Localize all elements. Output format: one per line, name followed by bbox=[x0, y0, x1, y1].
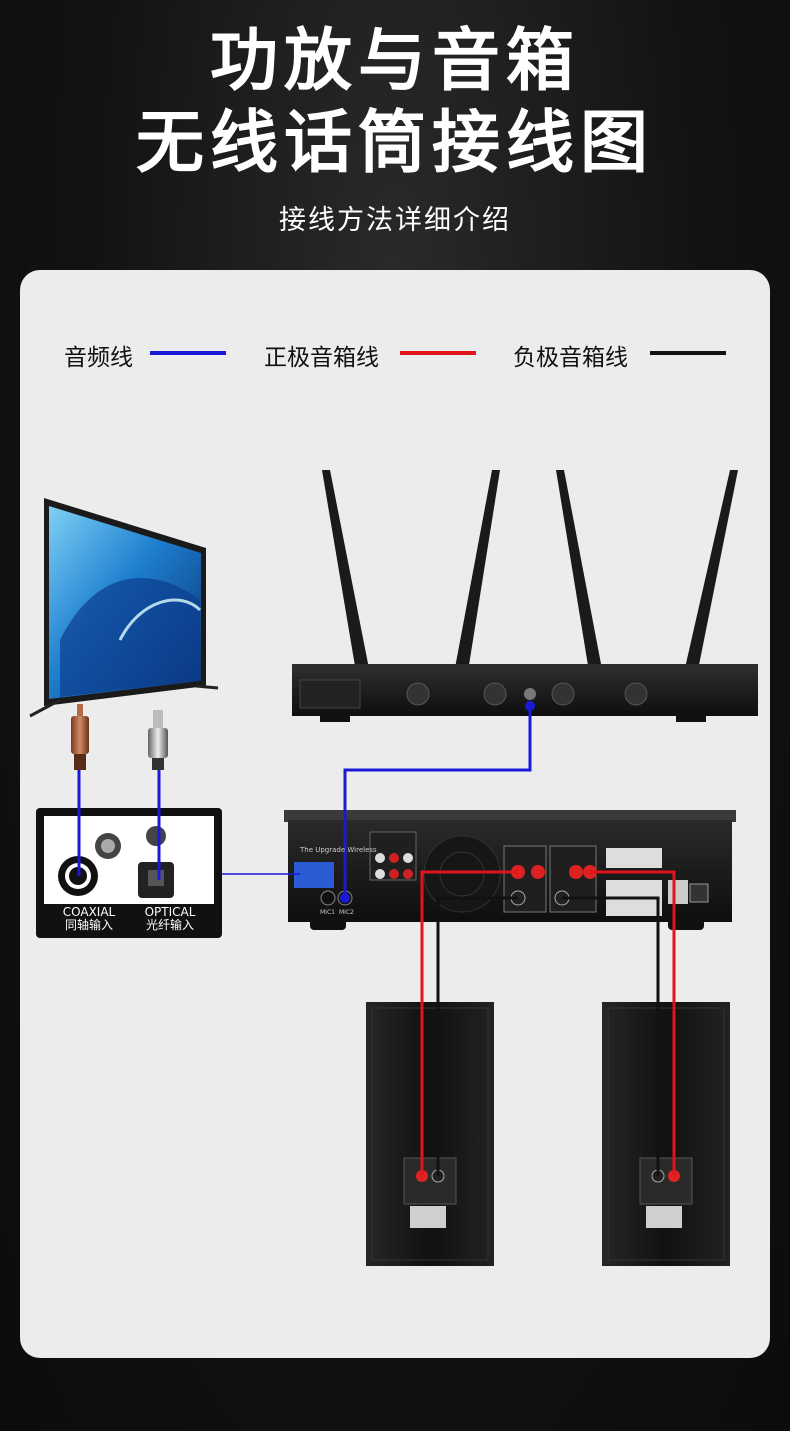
legend-positive-line bbox=[400, 351, 476, 355]
coaxial-label-cn: 同轴输入 bbox=[64, 918, 113, 932]
tv-icon bbox=[29, 498, 219, 718]
audio-wires bbox=[77, 701, 535, 903]
legend-audio-label: 音频线 bbox=[64, 345, 133, 371]
speaker-icon bbox=[602, 1002, 730, 1266]
page-title-line1: 功放与音箱 bbox=[209, 22, 580, 101]
rca-plug-icon bbox=[71, 704, 89, 770]
mic2-label: MIC2 bbox=[339, 909, 354, 916]
legend-audio-line bbox=[150, 351, 226, 355]
legend-negative-line bbox=[650, 351, 726, 355]
mic1-label: MIC1 bbox=[320, 909, 335, 916]
coaxial-label-en: COAXIAL bbox=[62, 905, 116, 919]
page-title-line2: 无线话筒接线图 bbox=[135, 104, 654, 183]
speaker-icon bbox=[366, 1002, 494, 1266]
tv-port-panel bbox=[36, 808, 222, 938]
negative-speaker-wires bbox=[436, 896, 660, 1176]
coaxial-label: COAXIAL 同轴输入 bbox=[54, 906, 124, 932]
optical-plug-icon bbox=[148, 710, 168, 770]
positive-speaker-wires bbox=[420, 870, 676, 1176]
amplifier-brand: The Upgrade Wireless bbox=[299, 846, 377, 854]
optical-label-cn: 光纤输入 bbox=[145, 918, 194, 932]
optical-label: OPTICAL 光纤输入 bbox=[134, 906, 206, 932]
optical-label-en: OPTICAL bbox=[144, 905, 196, 919]
legend-positive-label: 正极音箱线 bbox=[264, 345, 379, 371]
legend-negative-label: 负极音箱线 bbox=[513, 345, 628, 371]
wireless-receiver-icon bbox=[292, 470, 758, 722]
page-subtitle: 接线方法详细介绍 bbox=[279, 205, 511, 236]
